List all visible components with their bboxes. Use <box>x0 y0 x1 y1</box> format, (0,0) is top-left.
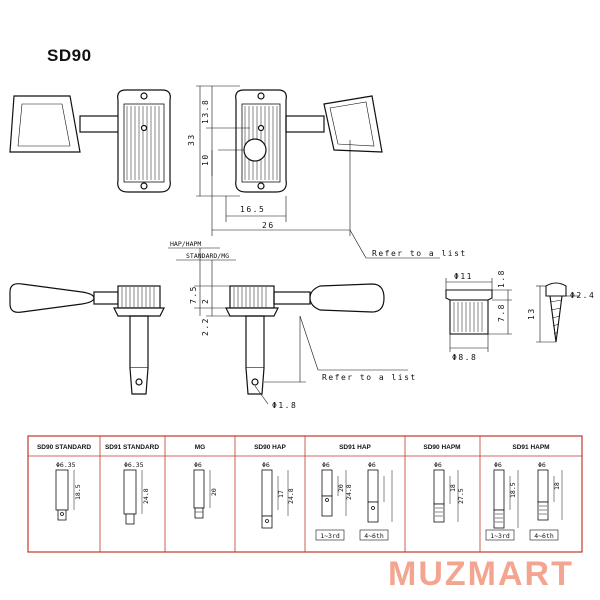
box-4-6th-a: 4~6th <box>364 532 384 540</box>
dim-phi-1-8: Φ1.8 <box>272 401 297 410</box>
post-drawings <box>55 469 563 529</box>
dim-phi-2-4: Φ2.4 <box>570 291 595 300</box>
post-table: SD90 STANDARD SD91 STANDARD MG SD90 HAP … <box>27 435 583 553</box>
refer-list-top: Refer to a list <box>372 249 467 258</box>
len-col7a: 18.5 <box>509 482 517 498</box>
box-1-3rd-b: 1~3rd <box>490 532 510 540</box>
dim-10: 10 <box>201 153 210 166</box>
header-sd90-hap: SD90 HAP <box>254 444 286 451</box>
diagram-title: SD90 <box>47 46 92 65</box>
dim-16-5: 16.5 <box>240 205 265 214</box>
len-col1: 18.5 <box>74 484 82 500</box>
screw <box>536 282 580 343</box>
len-col7b: 18 <box>553 482 561 490</box>
dim-33: 33 <box>187 133 196 146</box>
header-sd90-hapm: SD90 HAPM <box>423 444 460 451</box>
label-standard-mg: STANDARD/MG <box>186 252 229 260</box>
header-mg: MG <box>195 444 205 451</box>
dim-2: 2 <box>201 298 210 304</box>
dim-7-5: 7.5 <box>189 285 198 304</box>
dia-col7b: Φ6 <box>538 461 546 469</box>
dim-13-8: 13.8 <box>201 99 210 124</box>
dim-13: 13 <box>527 307 536 320</box>
brand-watermark: MUZMART <box>388 555 574 593</box>
refer-list-side: Refer to a list <box>322 373 417 382</box>
top-view <box>9 85 440 259</box>
dia-col7a: Φ6 <box>494 461 502 469</box>
bushing <box>445 278 512 352</box>
len-col3: 20 <box>210 488 218 496</box>
dia-col3: Φ6 <box>194 461 202 469</box>
side-view <box>9 247 408 405</box>
dia-col5a: Φ6 <box>322 461 330 469</box>
header-sd91-hapm: SD91 HAPM <box>512 444 549 451</box>
len-col5b: 24.8 <box>345 484 353 500</box>
box-1-3rd-a: 1~3rd <box>320 532 340 540</box>
dia-col1: Φ6.35 <box>56 461 76 469</box>
dia-col6: Φ6 <box>434 461 442 469</box>
len-col2: 24.8 <box>142 488 150 504</box>
len-col6: 18 <box>449 484 457 492</box>
dia-col5b: Φ6 <box>368 461 376 469</box>
header-sd91-standard: SD91 STANDARD <box>105 444 159 451</box>
dim-phi-8-8: Φ8.8 <box>452 353 477 362</box>
len-col4b: 24.8 <box>287 488 295 504</box>
dim-phi-11: Φ11 <box>454 272 473 281</box>
dim-2-2: 2.2 <box>201 317 210 336</box>
dim-26: 26 <box>262 221 275 230</box>
header-sd91-hap: SD91 HAP <box>339 444 371 451</box>
len-col5a: 20 <box>337 484 345 492</box>
dim-1-8: 1.8 <box>497 269 506 288</box>
dia-col4: Φ6 <box>262 461 270 469</box>
box-4-6th-b: 4~6th <box>534 532 554 540</box>
dia-col2: Φ6.35 <box>124 461 144 469</box>
dim-7-8: 7.8 <box>497 303 506 322</box>
label-hap-hapm: HAP/HAPM <box>170 240 201 248</box>
header-sd90-standard: SD90 STANDARD <box>37 444 91 451</box>
len-col4a: 17 <box>277 490 285 498</box>
len-col6b: 27.5 <box>457 488 465 504</box>
